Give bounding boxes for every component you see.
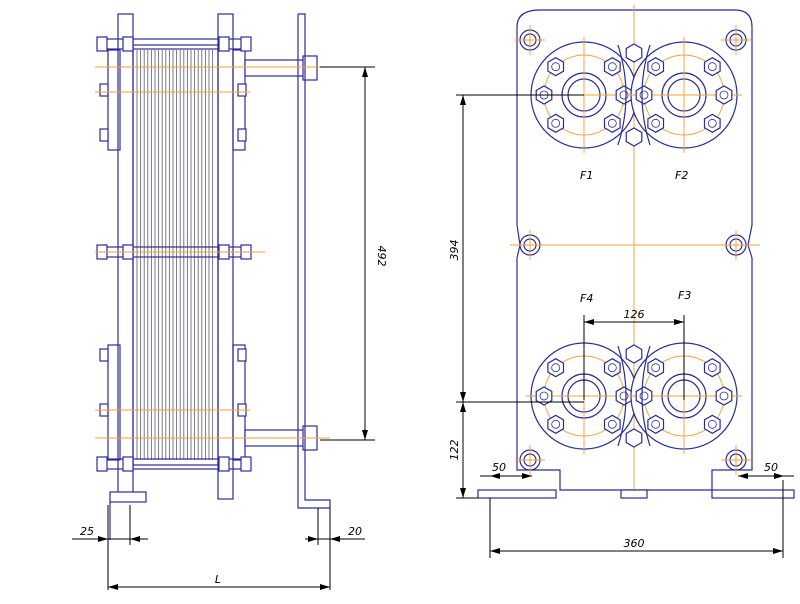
bolt-head — [240, 456, 252, 472]
label-f4: F4 — [580, 292, 593, 305]
side-view: 492 25 20 L — [72, 13, 388, 590]
flange-bolt — [715, 85, 733, 105]
bolt-nut — [99, 128, 109, 142]
flange-f2 — [626, 37, 742, 153]
bolt-head — [96, 456, 108, 472]
gasket-curve — [641, 44, 651, 146]
flange-bolt-hole — [639, 90, 649, 100]
bolt-head — [240, 36, 252, 52]
flange-bolt-hole — [551, 419, 561, 429]
flange-bolt — [647, 358, 665, 378]
flange-bolt-hole — [651, 118, 661, 128]
flange-bolt — [703, 358, 721, 378]
front-view: F1 F2 F4 F3 394 126 122 50 50 — [448, 5, 795, 558]
label-f3: F3 — [678, 289, 691, 302]
dim-50-left: 50 — [492, 461, 506, 474]
flange-bolt — [647, 113, 665, 133]
flange-bolt-hole — [539, 391, 549, 401]
flange-bolt-hole — [707, 363, 717, 373]
bolt-head — [96, 36, 108, 52]
flange-bolt — [547, 57, 565, 77]
dim-25: 25 — [80, 525, 94, 538]
left-frame-column — [107, 49, 121, 151]
flange-bolt-hole — [607, 363, 617, 373]
bolt-nut — [237, 348, 247, 362]
flange-bolt-hole — [607, 62, 617, 72]
flange-bolt — [703, 57, 721, 77]
label-f1: F1 — [580, 169, 593, 182]
flange-bolt-hole — [639, 391, 649, 401]
flange-bolt — [715, 386, 733, 406]
foot-left — [109, 491, 147, 503]
dim-360: 360 — [624, 537, 645, 550]
label-f2: F2 — [675, 169, 688, 182]
flange-bolt — [603, 57, 621, 77]
bolt-nut — [99, 348, 109, 362]
gasket-curve — [641, 345, 651, 447]
flange-bolt — [635, 386, 653, 406]
flange-bolt-hole — [651, 62, 661, 72]
flange-bolt — [603, 358, 621, 378]
center-bolt — [625, 428, 643, 448]
flange-bolt-hole — [551, 118, 561, 128]
center-bolt — [625, 43, 643, 63]
flange-bolt-hole — [707, 419, 717, 429]
foot-right-front — [711, 489, 795, 499]
flange-bolt-hole — [707, 62, 717, 72]
bolt-nut — [99, 83, 109, 97]
bolt-nut — [237, 128, 247, 142]
dim-20: 20 — [348, 525, 362, 538]
carrying-frame — [297, 13, 331, 509]
nozzle-flange-top — [302, 55, 318, 81]
dim-492: 492 — [375, 246, 388, 267]
flange-bolt — [547, 358, 565, 378]
corner-bolts — [515, 25, 751, 475]
flange-bolt-hole — [707, 118, 717, 128]
dim-l: L — [215, 573, 221, 586]
plate-pack — [136, 50, 214, 460]
flange-bolt — [603, 414, 621, 434]
right-frame-column-lower — [232, 344, 246, 461]
flange-bolt — [535, 386, 553, 406]
flange-bolt — [635, 85, 653, 105]
gasket-curve — [617, 345, 627, 447]
bolt-head — [122, 456, 134, 472]
center-bolt — [625, 344, 643, 364]
flange-bolt — [547, 113, 565, 133]
dim-394: 394 — [448, 240, 461, 261]
flange-bolt-hole — [651, 419, 661, 429]
port-flanges — [526, 37, 742, 454]
flange-bolt — [703, 113, 721, 133]
gasket-curve — [617, 44, 627, 146]
bolt-head — [122, 36, 134, 52]
left-frame-column-lower — [107, 344, 121, 461]
flange-bolt — [547, 414, 565, 434]
bolt-head — [218, 36, 230, 52]
flange-bolt — [647, 57, 665, 77]
flange-bolt-hole — [719, 391, 729, 401]
nozzle-top — [244, 59, 306, 77]
flange-bolt-hole — [651, 363, 661, 373]
flange-bolt-hole — [719, 90, 729, 100]
flange-bolt — [647, 414, 665, 434]
dim-126: 126 — [624, 308, 645, 321]
flange-bolt-hole — [551, 62, 561, 72]
flange-bolt-hole — [551, 363, 561, 373]
dim-122: 122 — [448, 440, 461, 461]
flange-bolt — [603, 113, 621, 133]
flange-bolt-hole — [607, 118, 617, 128]
bolt-head — [218, 456, 230, 472]
flange-bolt-hole — [607, 419, 617, 429]
foot-center-front — [620, 489, 648, 499]
bolt-nut — [237, 83, 247, 97]
right-frame-column — [232, 49, 246, 151]
foot-left-front — [477, 489, 557, 499]
center-bolt — [625, 127, 643, 147]
flange-bolt — [703, 414, 721, 434]
dim-50-right: 50 — [764, 461, 778, 474]
